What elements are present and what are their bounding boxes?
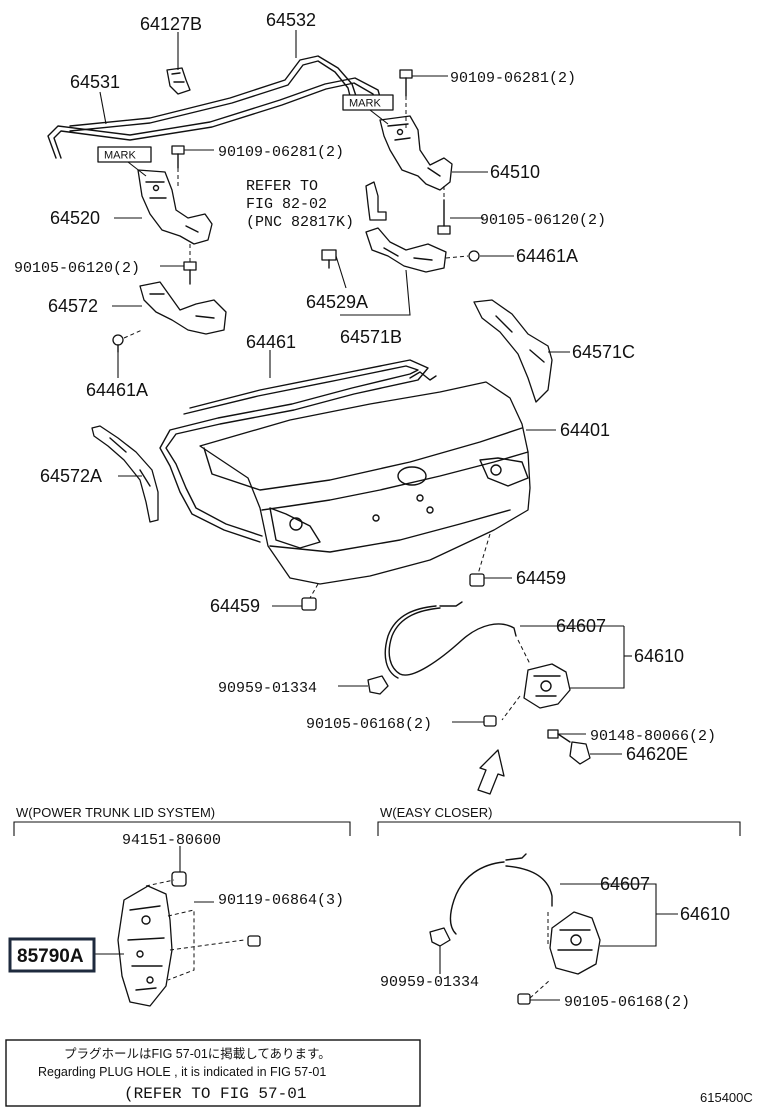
label-90959: 90959-01334 (218, 680, 317, 697)
note-line-refer: (REFER TO FIG 57-01 (124, 1085, 306, 1103)
stopper-64459-right (469, 573, 485, 587)
bracket-64620E (569, 741, 591, 765)
label-64571B: 64571B (340, 327, 402, 347)
label-64529A: 64529A (306, 292, 368, 312)
bolt-90105-06168-easy-closer (517, 993, 531, 1005)
bracket-64572 (139, 281, 227, 335)
refer-line-2: FIG 82-02 (246, 196, 327, 213)
section-bracket-easy-closer (377, 821, 741, 836)
torsion-bar-64532 (69, 55, 357, 132)
section-bracket-power-trunk (13, 821, 351, 836)
grommet-94151 (171, 871, 187, 887)
section-title-power-trunk: W(POWER TRUNK LID SYSTEM) (16, 805, 215, 820)
illustration-code: 615400C (700, 1090, 753, 1105)
clamp-90959 (367, 675, 389, 695)
label-90109-right: 90109-06281(2) (450, 70, 576, 87)
leader-lines (99, 30, 632, 755)
label-64572A: 64572A (40, 466, 102, 486)
lock-64610 (523, 663, 571, 709)
label-94151: 94151-80600 (122, 832, 221, 849)
note-box (5, 1039, 421, 1107)
refer-bracket (365, 181, 387, 221)
label-64520: 64520 (50, 208, 100, 228)
bolt-90109-left (171, 145, 185, 169)
weatherstrip-64461 (159, 359, 437, 543)
label-64607: 64607 (556, 616, 606, 636)
cable-64607 (384, 601, 517, 679)
label-90148: 90148-80066(2) (590, 728, 716, 745)
label-64510: 64510 (490, 162, 540, 182)
label-64459-left: 64459 (210, 596, 260, 616)
refer-line-3: (PNC 82817K) (246, 214, 354, 231)
bracket-64571B (365, 227, 447, 273)
label-64610-easy-closer: 64610 (680, 904, 730, 924)
bracket-64572A (91, 425, 159, 523)
label-90105-left: 90105-06120(2) (14, 260, 140, 277)
torsion-bar-64531 (47, 77, 383, 159)
label-90119: 90119-06864(3) (218, 892, 344, 909)
label-90105-right: 90105-06120(2) (480, 212, 606, 229)
bolt-90105-left (183, 261, 197, 285)
label-90959-easy-closer: 90959-01334 (380, 974, 479, 991)
clip-64461A-left (112, 334, 124, 353)
mark-box-2 (97, 146, 152, 163)
label-85790A: 85790A (17, 946, 84, 967)
refer-line-1: REFER TO (246, 178, 318, 195)
label-64461: 64461 (246, 332, 296, 352)
clip-64529A (321, 249, 337, 269)
label-64401: 64401 (560, 420, 610, 440)
mark-text-1: MARK (349, 98, 381, 110)
bolt-90109-right (399, 69, 413, 97)
bolt-90105-right (437, 199, 451, 235)
label-64461A-left: 64461A (86, 380, 148, 400)
label-90105-06168-easy-closer: 90105-06168(2) (564, 994, 690, 1011)
screw-90148 (547, 729, 571, 743)
bolt-90105-06168 (483, 715, 497, 727)
bracket-64127B (166, 67, 191, 95)
bracket-64571C (473, 299, 553, 403)
highlight-box-85790A (8, 937, 96, 973)
label-64610: 64610 (634, 646, 684, 666)
label-64572: 64572 (48, 296, 98, 316)
note-line-japanese: プラグホールはFIG 57-01に掲載してあります。 (64, 1046, 331, 1061)
label-90105-06168: 90105-06168(2) (306, 716, 432, 733)
hinge-64520 (137, 169, 213, 245)
label-64571C: 64571C (572, 342, 635, 362)
label-64531: 64531 (70, 72, 120, 92)
note-line-english: Regarding PLUG HOLE , it is indicated in… (38, 1065, 326, 1079)
label-64459-right: 64459 (516, 568, 566, 588)
label-64461A-right: 64461A (516, 246, 578, 266)
label-90109-left: 90109-06281(2) (218, 144, 344, 161)
label-64532: 64532 (266, 10, 316, 30)
mark-text-2: MARK (104, 150, 136, 162)
clip-64461A-right (468, 250, 480, 262)
lock-64610-easy-closer (549, 911, 601, 975)
bolt-90119 (247, 935, 261, 947)
label-64607-easy-closer: 64607 (600, 874, 650, 894)
section-title-easy-closer: W(EASY CLOSER) (380, 805, 492, 820)
label-64620E: 64620E (626, 744, 688, 764)
hinge-64510 (379, 115, 453, 191)
stopper-64459-left (301, 597, 317, 611)
clamp-90959-easy-closer (429, 927, 451, 947)
actuator-85790A (117, 885, 173, 1007)
arrow-indicator (477, 749, 505, 795)
trunk-lid-64401 (199, 381, 531, 585)
mark-box-1 (342, 94, 394, 111)
cable-64607-easy-closer (449, 853, 553, 935)
label-64127B: 64127B (140, 14, 202, 34)
